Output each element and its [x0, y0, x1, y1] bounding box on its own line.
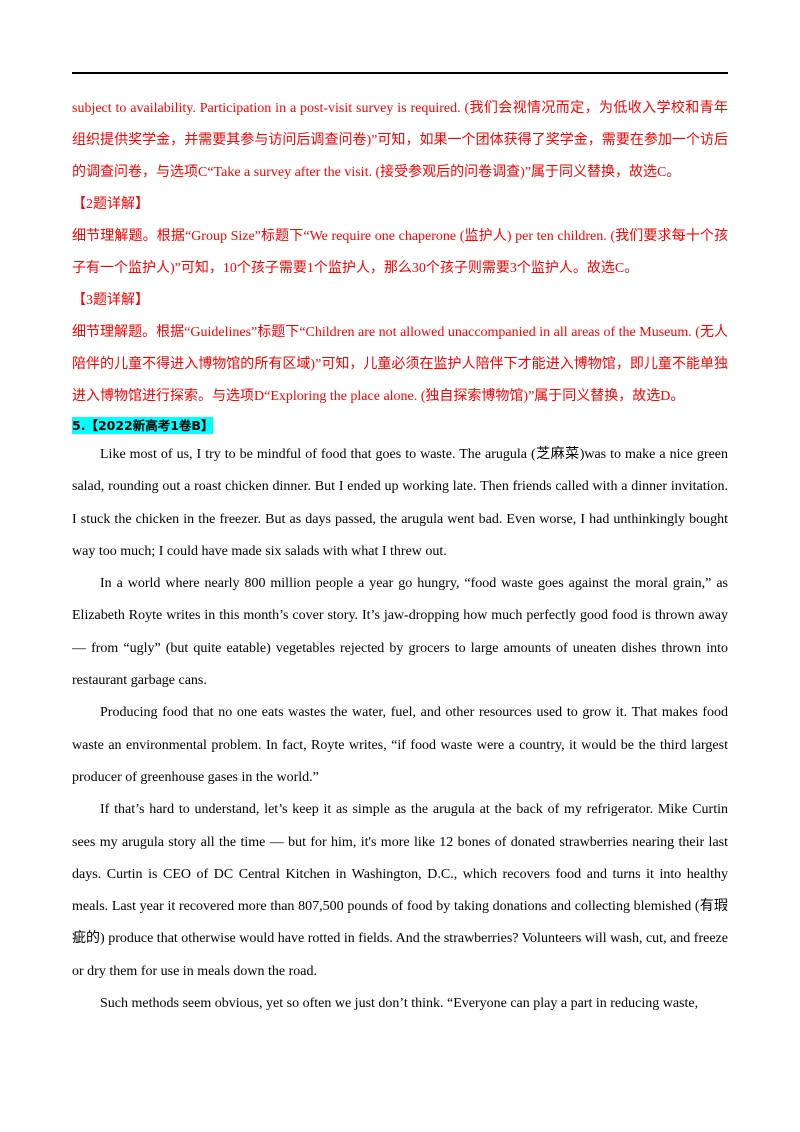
q2-heading: 【2题详解】 [72, 197, 149, 212]
q1-explanation-continued: subject to availability. Participation i… [72, 101, 728, 180]
section-title-text: 5.【2022新高考1卷B】 [72, 417, 214, 434]
q3-explanation: 细节理解题。根据“Guidelines”标题下“Children are not… [72, 325, 728, 404]
q3-heading: 【3题详解】 [72, 293, 149, 308]
section-title: 5.【2022新高考1卷B】 [72, 417, 728, 435]
page-content: subject to availability. Participation i… [72, 93, 728, 1020]
passage-paragraph-3: Producing food that no one eats wastes t… [72, 705, 728, 785]
passage-paragraph-5: Such methods seem obvious, yet so often … [100, 996, 699, 1012]
q2-explanation: 细节理解题。根据“Group Size”标题下“We require one c… [72, 229, 728, 276]
passage-paragraph-4: If that’s hard to understand, let’s keep… [72, 802, 728, 979]
passage-paragraph-1: Like most of us, I try to be mindful of … [72, 447, 728, 559]
passage-paragraph-2: In a world where nearly 800 million peop… [72, 576, 728, 689]
header-rule [72, 72, 728, 74]
